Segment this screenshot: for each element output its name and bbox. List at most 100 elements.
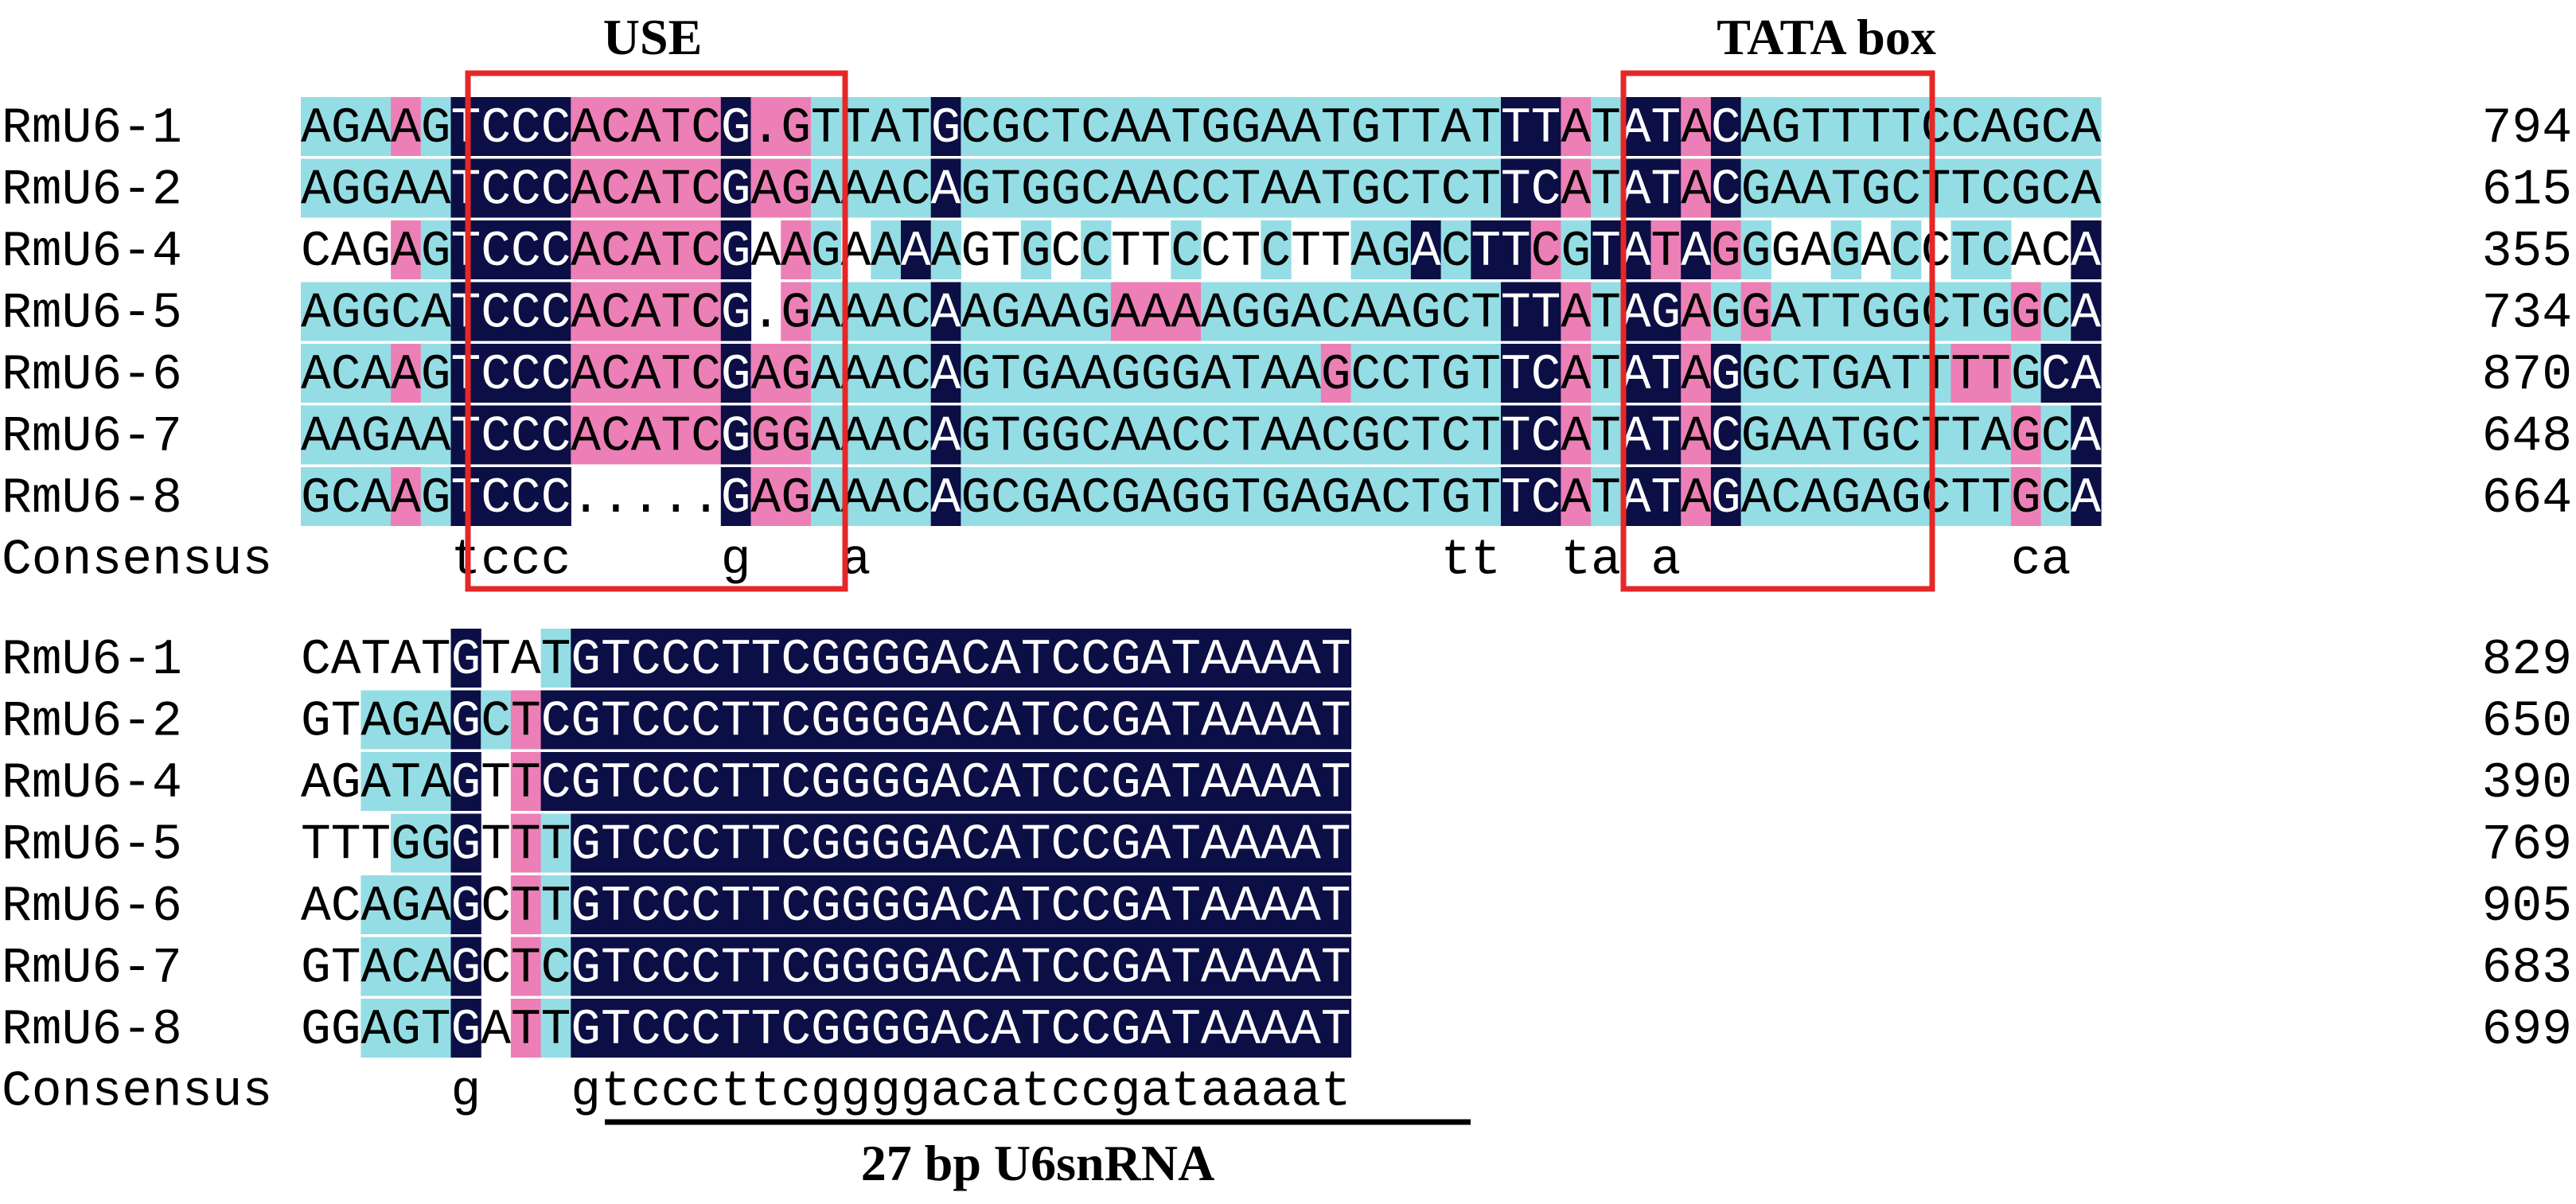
residue-cell	[901, 752, 932, 811]
residue-cell	[391, 690, 422, 750]
residue-cell	[1050, 467, 1081, 526]
residue-cell	[661, 752, 692, 811]
residue-cell	[420, 875, 452, 934]
residue-letter: A	[1111, 409, 1141, 466]
residue-letter: .	[661, 470, 691, 527]
residue-letter: A	[631, 409, 661, 466]
residue-cell	[301, 467, 332, 526]
residue-letter: C	[1771, 347, 1801, 403]
residue-cell	[1110, 629, 1142, 688]
residue-letter: G	[571, 941, 601, 997]
residue-letter: G	[301, 694, 331, 750]
residue-cell	[810, 158, 842, 218]
residue-letter: A	[991, 879, 1021, 935]
residue-letter: C	[961, 632, 991, 688]
residue-cell	[840, 875, 871, 934]
residue-cell	[301, 158, 332, 218]
use-box	[465, 70, 848, 592]
residue-letter: A	[1171, 286, 1201, 342]
residue-cell	[1650, 97, 1682, 156]
residue-letter: A	[1141, 286, 1171, 342]
consensus-letter: c	[661, 1064, 691, 1120]
residue-cell	[1440, 282, 1471, 341]
residue-letter: T	[1021, 694, 1051, 750]
residue-letter: C	[1050, 817, 1081, 874]
residue-letter: G	[421, 470, 451, 527]
residue-cell	[1710, 220, 1742, 279]
residue-cell	[360, 467, 392, 526]
residue-letter: A	[421, 286, 451, 342]
residue-cell	[1020, 282, 1052, 341]
residue-cell	[810, 467, 842, 526]
residue-cell	[1110, 690, 1142, 750]
residue-cell	[991, 875, 1022, 934]
residue-cell	[360, 405, 392, 465]
sequence-end-position: 794	[2482, 100, 2572, 157]
residue-cell	[1471, 282, 1502, 341]
residue-cell	[1981, 97, 2012, 156]
residue-letter: T	[1650, 409, 1681, 466]
sequence-name: RmU6-7	[2, 409, 182, 466]
residue-letter: A	[1681, 100, 1711, 157]
residue-cell	[1501, 467, 1532, 526]
residue-letter: T	[1831, 409, 1861, 466]
residue-letter: G	[1981, 286, 2011, 342]
residue-letter: C	[1050, 694, 1081, 750]
residue-letter: T	[1891, 100, 1921, 157]
residue-cell	[810, 813, 842, 873]
residue-cell	[1561, 282, 1592, 341]
residue-letter: G	[1741, 162, 1771, 219]
residue-cell	[871, 999, 902, 1058]
residue-cell	[1261, 282, 1292, 341]
residue-cell	[661, 158, 692, 218]
residue-cell	[1891, 220, 1922, 279]
residue-letter: T	[1171, 632, 1201, 688]
residue-letter: T	[1111, 224, 1141, 280]
residue-cell	[1261, 158, 1292, 218]
residue-letter: T	[661, 409, 691, 466]
residue-letter: G	[331, 286, 361, 342]
residue-cell	[1530, 220, 1561, 279]
residue-letter: T	[1321, 817, 1351, 874]
residue-letter: G	[811, 1002, 841, 1058]
residue-letter: G	[1711, 224, 1741, 280]
residue-letter: G	[811, 879, 841, 935]
residue-letter: G	[1021, 470, 1051, 527]
residue-cell	[1410, 158, 1442, 218]
tata-box-label: TATA box	[1717, 9, 1936, 65]
residue-letter: A	[2071, 100, 2101, 157]
residue-letter: T	[601, 632, 631, 688]
residue-cell	[1771, 344, 1802, 403]
residue-cell	[871, 467, 902, 526]
residue-cell	[1981, 467, 2012, 526]
residue-letter: G	[1201, 470, 1231, 527]
consensus-letter: t	[721, 1064, 751, 1120]
residue-letter: A	[391, 470, 421, 527]
residue-letter: A	[1201, 286, 1231, 342]
residue-cell	[871, 220, 902, 279]
residue-letter: A	[1141, 817, 1171, 874]
residue-letter: T	[1831, 162, 1861, 219]
residue-letter: G	[450, 1002, 481, 1058]
residue-letter: A	[1771, 162, 1801, 219]
residue-cell	[1291, 752, 1322, 811]
residue-cell	[691, 97, 722, 156]
residue-cell	[391, 97, 422, 156]
residue-cell	[991, 467, 1022, 526]
residue-letter: C	[1441, 162, 1471, 219]
residue-cell	[481, 467, 512, 526]
residue-letter: T	[1921, 347, 1951, 403]
residue-cell	[2040, 158, 2071, 218]
residue-cell	[930, 629, 961, 688]
consensus-letter: g	[450, 1064, 481, 1120]
residue-cell	[2071, 282, 2102, 341]
residue-cell	[1230, 813, 1261, 873]
residue-cell	[510, 813, 542, 873]
residue-cell	[1110, 752, 1142, 811]
residue-letter: C	[1531, 224, 1561, 280]
residue-cell	[420, 999, 452, 1058]
residue-letter: T	[721, 817, 751, 874]
